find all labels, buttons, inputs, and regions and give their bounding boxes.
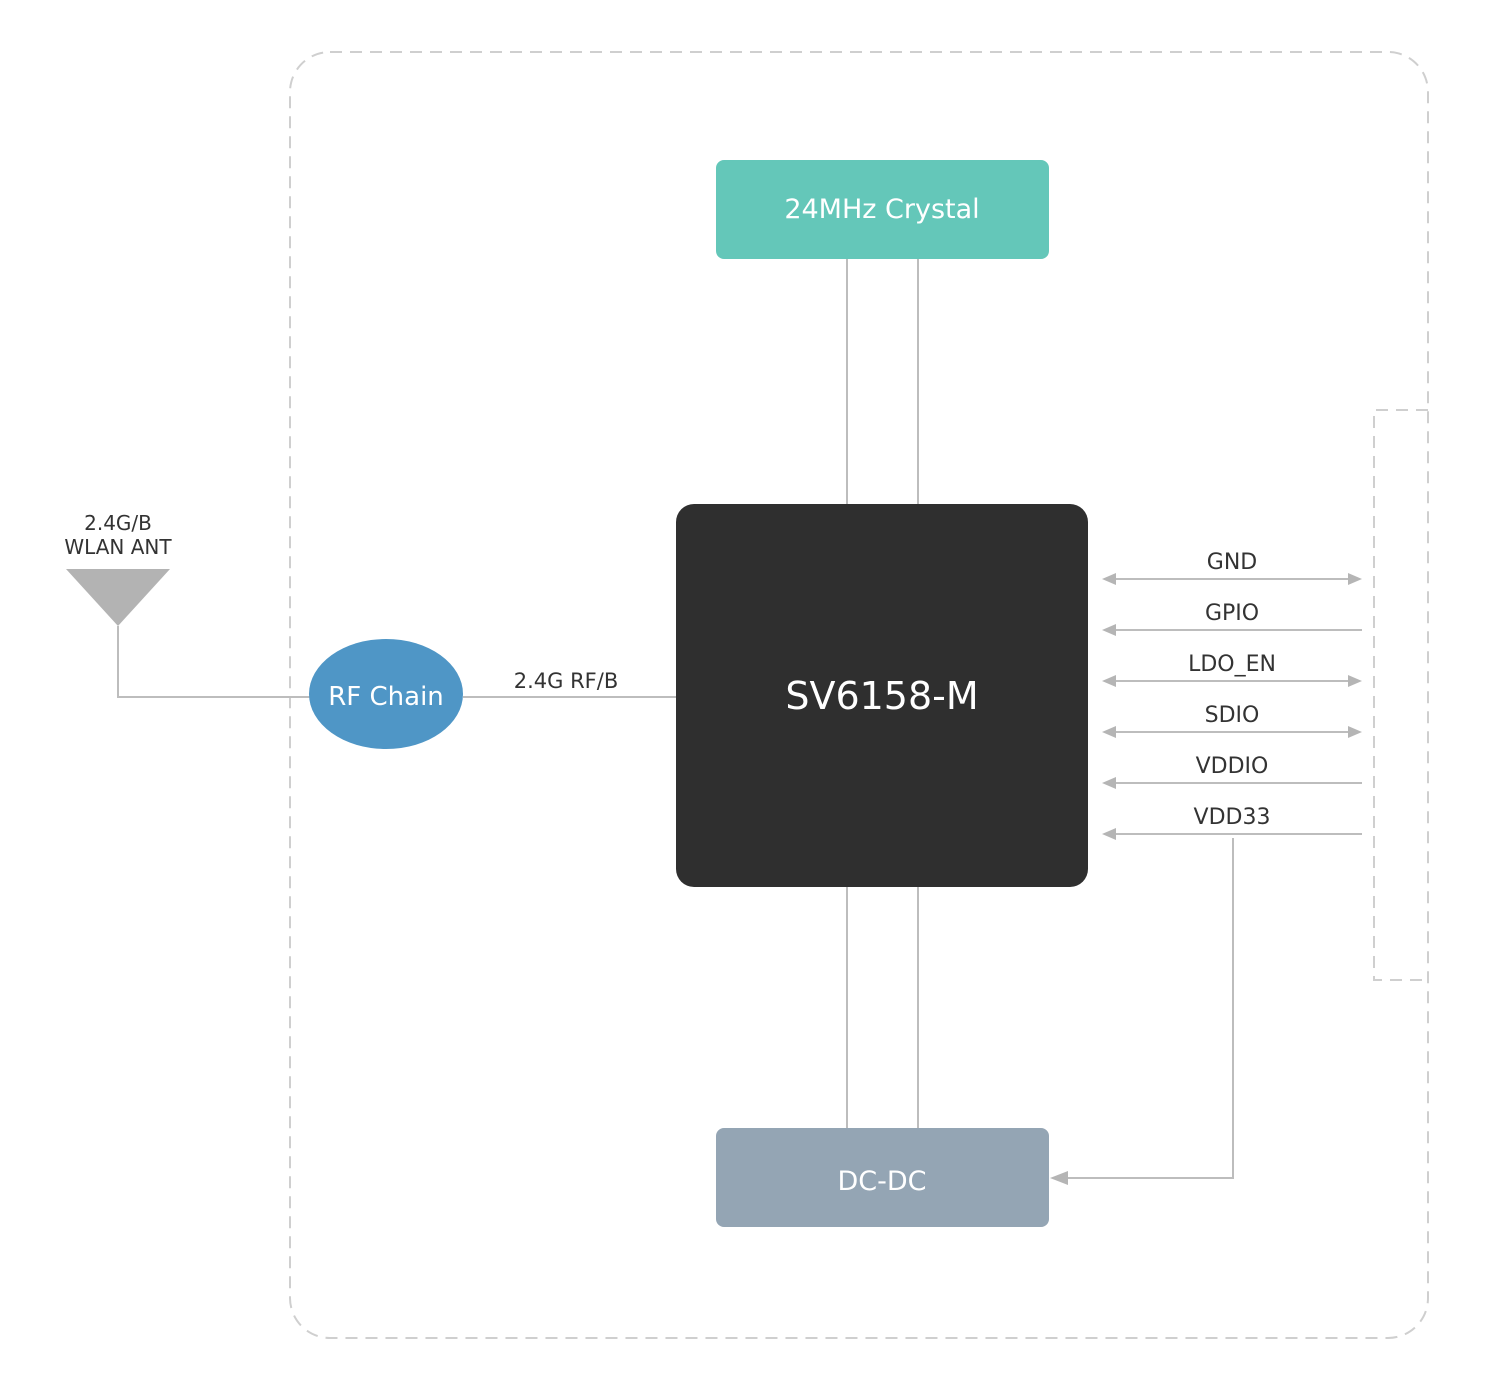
arrow-left-icon xyxy=(1102,777,1116,789)
crystal-wires xyxy=(846,258,919,504)
arrow-left-icon xyxy=(1102,726,1116,738)
pin-row-gnd: GND xyxy=(1102,550,1362,585)
pin-label: VDD33 xyxy=(1194,805,1271,830)
crystal-label: 24MHz Crystal xyxy=(784,194,979,225)
antenna: 2.4G/B WLAN ANT xyxy=(64,511,172,626)
crystal-shape xyxy=(716,160,1049,259)
pin-row-vddio: VDDIO xyxy=(1102,754,1362,789)
dcdc-node: DC-DC xyxy=(716,1128,1049,1227)
pin-label: SDIO xyxy=(1205,703,1260,728)
arrow-left-icon xyxy=(1102,675,1116,687)
dcdc-shape xyxy=(716,1128,1049,1227)
vdd33-feed-arrowhead xyxy=(1050,1171,1068,1185)
crystal-node: 24MHz Crystal xyxy=(716,160,1049,259)
rf-link-label: 2.4G RF/B xyxy=(514,669,619,693)
arrow-right-icon xyxy=(1348,675,1362,687)
arrow-left-icon xyxy=(1102,624,1116,636)
antenna-label-line1: 2.4G/B xyxy=(84,511,152,535)
arrow-right-icon xyxy=(1348,573,1362,585)
pin-row-gpio: GPIO xyxy=(1102,601,1362,636)
pin-label: LDO_EN xyxy=(1188,652,1276,677)
pin-row-ldo-en: LDO_EN xyxy=(1102,652,1362,687)
arrow-right-icon xyxy=(1348,726,1362,738)
chip-shape xyxy=(676,504,1088,887)
pin-row-sdio: SDIO xyxy=(1102,703,1362,738)
arrow-left-icon xyxy=(1102,828,1116,840)
antenna-label-line2: WLAN ANT xyxy=(64,535,172,559)
arrow-left-icon xyxy=(1102,573,1116,585)
antenna-wire xyxy=(117,626,310,698)
rf-chain-node: RF Chain xyxy=(309,639,463,749)
vdd33-feed-wire xyxy=(1064,838,1234,1179)
chip-label: SV6158-M xyxy=(785,674,978,718)
chip-node: SV6158-M xyxy=(676,504,1088,887)
antenna-icon xyxy=(66,569,170,626)
module-boundary xyxy=(289,51,1429,1339)
dcdc-wires xyxy=(846,886,919,1128)
interface-connector-boundary xyxy=(1373,409,1428,981)
pin-row-vdd33: VDD33 xyxy=(1102,805,1362,840)
pin-label: VDDIO xyxy=(1196,754,1269,779)
vdd33-dcdc-feed xyxy=(1050,838,1234,1185)
pin-signals: GND GPIO LDO_EN SDIO VDDIO VDD33 xyxy=(1102,550,1362,840)
rf-chain-label: RF Chain xyxy=(328,682,444,712)
pin-label: GND xyxy=(1207,550,1257,575)
dcdc-label: DC-DC xyxy=(837,1166,926,1197)
rf-chain-shape xyxy=(309,639,463,749)
pin-label: GPIO xyxy=(1205,601,1259,626)
